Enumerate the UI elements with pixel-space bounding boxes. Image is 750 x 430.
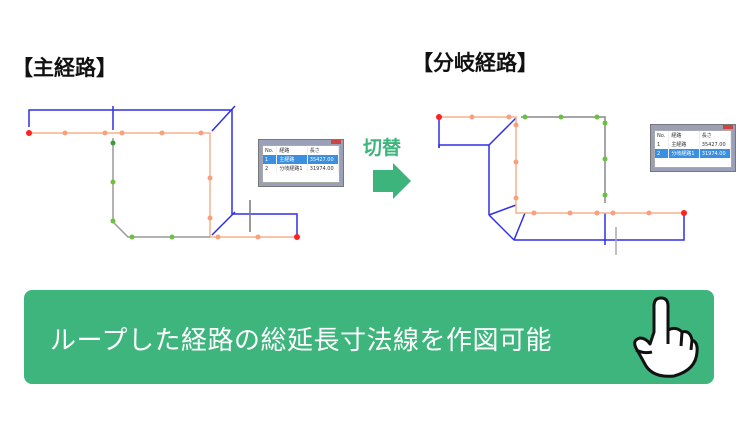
close-icon[interactable] <box>331 140 341 144</box>
dimension-lines <box>438 117 685 245</box>
table-header: No.経路長さ <box>263 146 340 155</box>
start-point <box>26 130 32 136</box>
table-header: No.経路長さ <box>655 131 732 140</box>
route-line <box>29 132 297 238</box>
pointing-hand-icon <box>633 296 699 378</box>
main-route-title: 【主経路】 <box>12 56 117 80</box>
switch-label: 切替 <box>363 137 402 159</box>
header-length: 長さ <box>307 146 340 155</box>
header-length: 長さ <box>699 131 732 140</box>
end-point <box>681 210 687 216</box>
header-no: No. <box>655 131 670 140</box>
banner-text: ループした経路の総延長寸法線を作図可能 <box>50 326 552 356</box>
selected-route-line <box>521 116 617 255</box>
branch-route-drawing <box>436 114 687 255</box>
selected-route-line <box>112 138 251 238</box>
close-icon[interactable] <box>723 125 733 129</box>
header-route: 経路 <box>276 146 308 155</box>
dimension-lines <box>28 105 298 237</box>
end-point <box>294 234 300 240</box>
right-arrow-icon <box>373 163 411 199</box>
route-markers <box>436 114 687 216</box>
header-route: 経路 <box>668 131 700 140</box>
header-no: No. <box>263 146 278 155</box>
start-point <box>436 114 442 120</box>
feature-banner: ループした経路の総延長寸法線を作図可能 <box>24 290 714 384</box>
branch-route-title: 【分岐経路】 <box>412 51 538 75</box>
main-route-drawing <box>26 105 300 240</box>
route-markers <box>26 130 300 240</box>
route-line <box>439 116 684 214</box>
